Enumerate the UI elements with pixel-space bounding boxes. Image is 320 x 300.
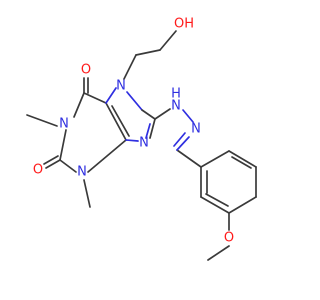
bond-c2-o-2 [43, 155, 59, 165]
bond-c5-c4 [105, 102, 127, 141]
bond-o-methyl [207, 245, 230, 261]
bond-ar-5-inner [205, 193, 229, 207]
bond-ch2-oh [159, 30, 177, 51]
bond-c8-n9 [149, 118, 156, 139]
hetero-bonds [105, 87, 194, 151]
bond-ar-4 [228, 196, 257, 214]
n9-label: N [139, 136, 149, 151]
bond-c8-n9-inner [145, 123, 151, 139]
hydroxyl-label: OH [174, 17, 194, 32]
n3-label: N [77, 165, 87, 180]
bond-ar-1 [200, 150, 230, 168]
n7-label: N [116, 79, 126, 94]
atom-labels: OH O O O N N N N N H N [33, 17, 234, 246]
bond-c5-c6 [83, 92, 107, 104]
bond-n9-c4 [125, 139, 139, 142]
carbon-bonds [26, 30, 257, 261]
bond-ar-2-inner [231, 156, 252, 169]
carbonyl-top-label: O [81, 63, 91, 78]
bond-n3-c4 [87, 139, 127, 173]
bond-n-ch-2 [173, 132, 186, 147]
carbonyl-left-label: O [33, 163, 43, 178]
bond-c5-c4-inner [111, 105, 130, 137]
hydrazone-h-label: H [171, 87, 181, 102]
bond-n3-methyl [83, 179, 91, 208]
bond-n1-methyl [26, 114, 58, 127]
bond-ch-aryl [176, 149, 202, 168]
bond-ch2-ch2 [135, 49, 161, 56]
bond-ar-2 [228, 150, 257, 168]
bond-c2-n3 [59, 159, 77, 173]
bond-n7-c8-b [141, 109, 156, 120]
bond-c8-nh [154, 108, 171, 120]
bond-c2-o [45, 159, 61, 169]
hydrazone-nh-label: N [171, 99, 181, 114]
methoxy-oxygen-label: O [224, 231, 234, 246]
bond-n1-c2 [59, 129, 67, 161]
molecule-structure: OH O O O N N N N N H N [26, 17, 257, 261]
bond-n-ch [176, 136, 190, 151]
hydrazone-n-label: N [191, 122, 201, 137]
bond-n7-c5 [105, 87, 117, 104]
bond-c6-n1 [73, 92, 85, 118]
n1-label: N [59, 117, 69, 132]
bond-nh-n [182, 109, 194, 123]
bond-n7-c8 [126, 91, 143, 111]
bond-n7-ch2 [123, 54, 137, 80]
bond-ar-5 [200, 196, 230, 214]
